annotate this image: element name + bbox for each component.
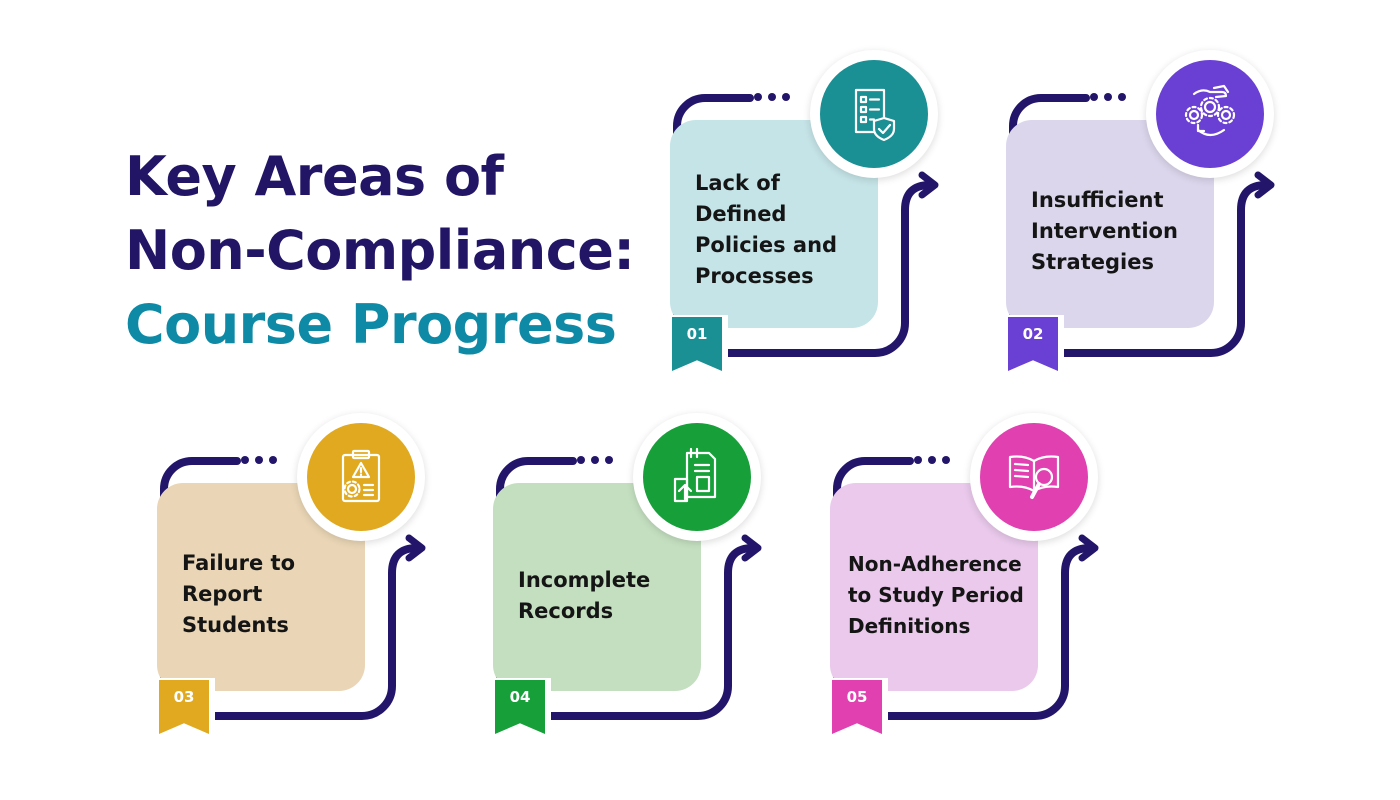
card-label-line: to Study Period — [848, 583, 1024, 607]
gears-hand-icon — [1184, 84, 1236, 137]
dot-icon — [1090, 93, 1098, 101]
dot-icon — [928, 456, 936, 464]
icon-ring — [297, 413, 425, 541]
dot-icon — [942, 456, 950, 464]
card-label-line: Non-Adherence — [848, 552, 1022, 576]
card-label-line: Failure to — [182, 551, 296, 575]
dot-icon — [269, 456, 277, 464]
card-label-line: Defined — [695, 202, 787, 226]
clipboard-warning-icon — [341, 449, 381, 503]
number-badge: 03 — [153, 678, 215, 742]
card-label: Lack of Defined Policies and Processes — [695, 168, 875, 292]
card-label-line: Report — [182, 582, 263, 606]
icon-ring — [633, 413, 761, 541]
card-label-line: Records — [518, 599, 614, 623]
card-label: Non-Adherence to Study Period Definition… — [848, 549, 1044, 642]
card-02: Insufficient Intervention Strategies 02 — [966, 50, 1275, 390]
dot-icon — [768, 93, 776, 101]
card-04: Incomplete Records 04 — [453, 413, 762, 753]
card-frame — [1009, 93, 1275, 357]
title-line-2: Non-Compliance: — [125, 219, 635, 282]
number-badge: 05 — [826, 678, 888, 742]
badge-number: 01 — [686, 325, 708, 343]
documents-records-icon — [673, 447, 717, 503]
icon-ring — [970, 413, 1098, 541]
card-label-line: Students — [182, 613, 289, 637]
title-block: Key Areas of Non-Compliance: Course Prog… — [125, 140, 635, 362]
title-line-3: Course Progress — [125, 293, 617, 356]
icon-ring — [1146, 50, 1274, 178]
card-label-line: Processes — [695, 264, 814, 288]
card-03: Failure to Report Students 03 — [117, 413, 426, 753]
policy-checklist-icon — [854, 88, 896, 142]
badge-number: 04 — [509, 688, 531, 706]
card-label-line: Lack of — [695, 171, 780, 195]
badge-number: 02 — [1022, 325, 1044, 343]
card-label: Failure to Report Students — [182, 548, 362, 641]
number-badge: 01 — [666, 315, 728, 379]
dot-icon — [1118, 93, 1126, 101]
card-label: Insufficient Intervention Strategies — [1031, 185, 1211, 278]
dot-icon — [754, 93, 762, 101]
dot-icon — [605, 456, 613, 464]
badge-number: 03 — [173, 688, 195, 706]
book-magnifier-icon — [1008, 455, 1060, 499]
dot-icon — [577, 456, 585, 464]
dot-icon — [782, 93, 790, 101]
icon-ring — [810, 50, 938, 178]
card-01: Lack of Defined Policies and Processes 0… — [630, 50, 939, 390]
card-label-line: Insufficient — [1031, 188, 1164, 212]
card-label: Incomplete Records — [518, 565, 698, 627]
dot-icon — [241, 456, 249, 464]
card-label-line: Policies and — [695, 233, 838, 257]
dot-icon — [914, 456, 922, 464]
card-frame — [833, 456, 1099, 720]
number-badge: 02 — [1002, 315, 1064, 379]
card-frame — [160, 456, 426, 720]
card-label-line: Definitions — [848, 614, 971, 638]
dot-icon — [591, 456, 599, 464]
dot-icon — [1104, 93, 1112, 101]
card-05: Non-Adherence to Study Period Definition… — [790, 413, 1099, 753]
title-line-1: Key Areas of — [125, 145, 504, 208]
dot-icon — [255, 456, 263, 464]
card-frame — [496, 456, 762, 720]
card-label-line: Intervention — [1031, 219, 1178, 243]
card-label-line: Strategies — [1031, 250, 1154, 274]
badge-number: 05 — [846, 688, 868, 706]
card-label-line: Incomplete — [518, 568, 651, 592]
number-badge: 04 — [489, 678, 551, 742]
card-frame — [673, 93, 939, 357]
